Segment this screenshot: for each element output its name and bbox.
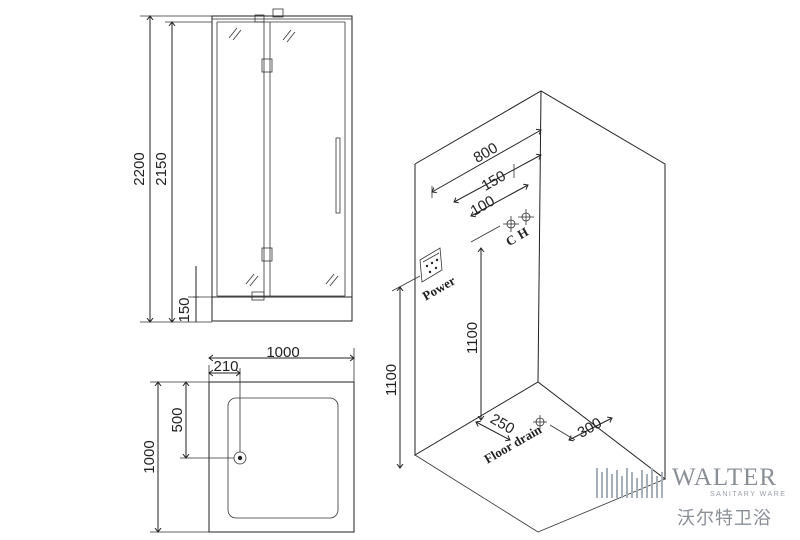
dim-valve-height: 1100 [464,322,481,354]
logo-brand: WALTER [672,464,778,491]
door-handle [335,137,341,214]
dim-plan-width: 1000 [266,344,299,361]
hinge-lower [261,247,273,262]
logo-bars-icon [596,468,663,498]
floor-drain-symbol [533,415,547,429]
dim-drain-y: 500 [169,407,186,432]
front-view: 2200 2150 150 [131,8,353,323]
logo-chinese-name: 沃尔特卫浴 [677,508,772,529]
valve-hot [518,209,534,225]
dim-overall-height: 2200 [131,152,148,185]
label-power: Power [420,273,458,304]
dim-valve-offset: 150 [479,167,509,194]
power-box [419,247,443,283]
dim-wall-width: 800 [471,139,501,166]
tray-inner [227,397,339,519]
dim-door-height: 2150 [153,152,170,185]
label-hot: H [515,224,531,242]
label-cold: C [503,231,519,249]
dim-power-height: 1100 [383,364,400,396]
plan-view: 1000 210 1000 500 [141,344,354,532]
dim-base-height: 150 [176,297,193,322]
dim-plan-depth: 1000 [141,440,158,473]
iso-corner-edge [537,90,542,383]
valve-cold [503,216,519,232]
shower-tray-base [211,296,353,322]
dim-drain-x: 210 [213,358,238,375]
walter-logo: WALTER SANITARY WARE 沃尔特卫浴 [592,462,797,532]
logo-tagline: SANITARY WARE [710,491,787,498]
tray-outline [208,381,355,533]
dim-drain-from-wall: 250 [487,410,517,437]
cabin-outline [211,15,353,298]
dim-drain-from-side: 300 [575,414,605,441]
hinge-upper [261,58,273,73]
